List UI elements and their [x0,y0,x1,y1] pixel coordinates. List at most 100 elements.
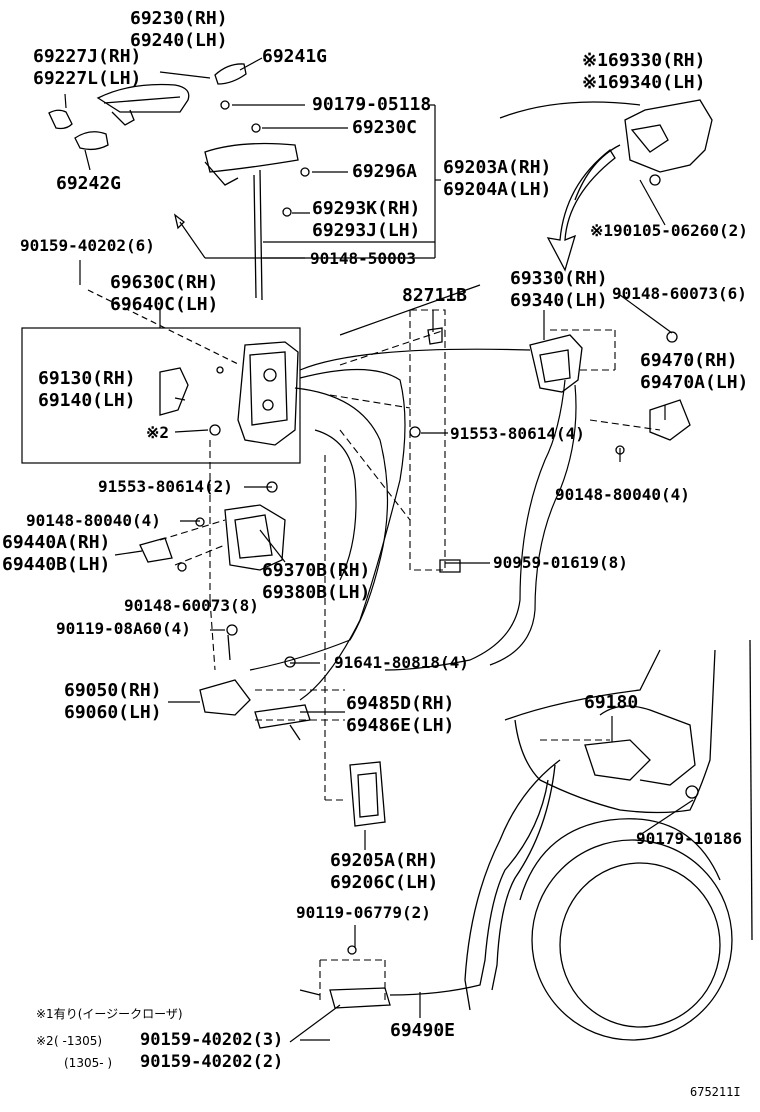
inner-lock-group-box [21,327,301,464]
label-90159-40202: 90159-40202(6) [20,236,155,256]
footnote-2-range-2: (1305- ) [64,1056,113,1070]
label-69241: 69241G [262,46,327,68]
part-number: 69140(LH) [38,390,136,411]
label-169330: ※169330(RH)※169340(LH) [582,50,705,94]
label-69203: 69203A(RH)69204A(LH) [443,157,551,201]
label-90119-06779: 90119-06779(2) [296,903,431,923]
part-number: 69340(LH) [510,290,608,311]
part-number: 69640C(LH) [110,294,219,315]
lock-unit-drawing [409,327,691,573]
footnote-2-range-1: ( -1305) [54,1034,103,1048]
part-number: 69203A(RH) [443,157,552,178]
part-number: 90179-05118 [312,94,432,115]
part-number: 69240(LH) [130,30,228,51]
label-mark2: ※2 [146,423,169,443]
footnote-2-part-1: 90159-40202(3) [140,1030,284,1050]
closer-drawing [499,99,713,201]
label-69242: 69242G [56,173,121,195]
label-69490: 69490E [390,1020,455,1042]
label-69293: 69293K(RH)69293J(LH) [312,198,420,242]
label-90148-50003: 90148-50003 [310,249,416,269]
part-number: 90148-80040(4) [555,485,690,504]
label-91641: 91641-80818(4) [334,653,469,673]
dashed-lines [159,309,661,1000]
part-number: 69380B(LH) [262,582,371,603]
figure-number: 675211I [690,1085,741,1099]
cables [249,348,577,701]
label-69205: 69205A(RH)69206C(LH) [330,850,438,894]
label-69630: 69630C(RH)69640C(LH) [110,272,218,316]
footnote-1: ※1有り(イージークローザ) [36,1007,183,1021]
part-number: 69205A(RH) [330,850,439,871]
label-91553-4: 91553-80614(4) [450,424,585,444]
part-number: 69485D(RH) [346,693,455,714]
label-69330: 69330(RH)69340(LH) [510,268,608,312]
part-number: 90959-01619(8) [493,553,628,572]
part-number: 90148-60073(6) [612,284,747,303]
part-number: 90148-80040(4) [26,511,161,530]
vehicle-body-drawing [299,639,753,1041]
part-number: 69230C [352,117,418,138]
part-number: 91553-80614(2) [98,477,233,496]
part-number: 69370B(RH) [262,560,371,581]
label-69296a: 69296A [352,161,417,183]
part-number: 69630C(RH) [110,272,219,293]
part-number: 91641-80818(4) [334,653,469,672]
label-82711b: 82711B [402,285,467,307]
label-90148-80040-right: 90148-80040(4) [555,485,690,505]
door-lock-drawing [159,341,299,446]
part-number: 90119-06779(2) [296,903,431,922]
part-number: ※169330(RH) [582,50,706,71]
footnote-2-part-2: 90159-40202(2) [140,1052,284,1072]
part-number: 91553-80614(4) [450,424,585,443]
part-number: 69490E [390,1020,456,1041]
label-69370: 69370B(RH)69380B(LH) [262,560,370,604]
label-69227: 69227J(RH)69227L(LH) [33,46,141,90]
part-number: 69440A(RH) [2,532,111,553]
label-90148-60073-8: 90148-60073(8) [124,596,259,616]
label-91553-2: 91553-80614(2) [98,477,233,497]
part-number: 69230(RH) [130,8,228,29]
label-90179-10186: 90179-10186 [636,829,742,849]
part-number: 69296A [352,161,418,182]
label-69130: 69130(RH)69140(LH) [38,368,136,412]
part-number: 69470A(LH) [640,372,749,393]
part-number: 90148-50003 [310,249,416,268]
part-number: 90148-60073(8) [124,596,259,615]
part-number: 69227L(LH) [33,68,142,89]
big-arrow [546,149,616,272]
part-number: 69293J(LH) [312,220,421,241]
outside-handle-drawing [48,63,310,301]
part-number: 90179-10186 [636,829,742,848]
label-69440: 69440A(RH)69440B(LH) [2,532,110,576]
part-number: 90159-40202(6) [20,236,155,255]
label-69470: 69470(RH)69470A(LH) [640,350,748,394]
part-number: 69227J(RH) [33,46,142,67]
label-69230c: 69230C [352,117,417,139]
part-number: 82711B [402,285,468,306]
roller-drawing [139,481,286,661]
part-number: 69050(RH) [64,680,162,701]
label-90119-08a60: 90119-08A60(4) [56,619,191,639]
part-number: 69470(RH) [640,350,738,371]
label-90148-80040-left: 90148-80040(4) [26,511,161,531]
label-90959: 90959-01619(8) [493,553,628,573]
label-69230: 69230(RH)69240(LH) [130,8,228,52]
footnote-2-mark: ※2 [36,1034,54,1048]
part-number: 69242G [56,173,122,194]
part-number: 69180 [584,692,639,713]
part-number: 69206C(LH) [330,872,439,893]
part-number: ※169340(LH) [582,72,706,93]
part-number: 69241G [262,46,328,67]
part-number: 69293K(RH) [312,198,421,219]
part-number: 69486E(LH) [346,715,455,736]
part-number: 90119-08A60(4) [56,619,191,638]
part-number: 69130(RH) [38,368,136,389]
label-90148-60073-6: 90148-60073(6) [612,284,747,304]
leader-lines [64,57,694,1043]
part-number: 69204A(LH) [443,179,552,200]
label-69485: 69485D(RH)69486E(LH) [346,693,454,737]
part-number: ※2 [146,423,170,442]
